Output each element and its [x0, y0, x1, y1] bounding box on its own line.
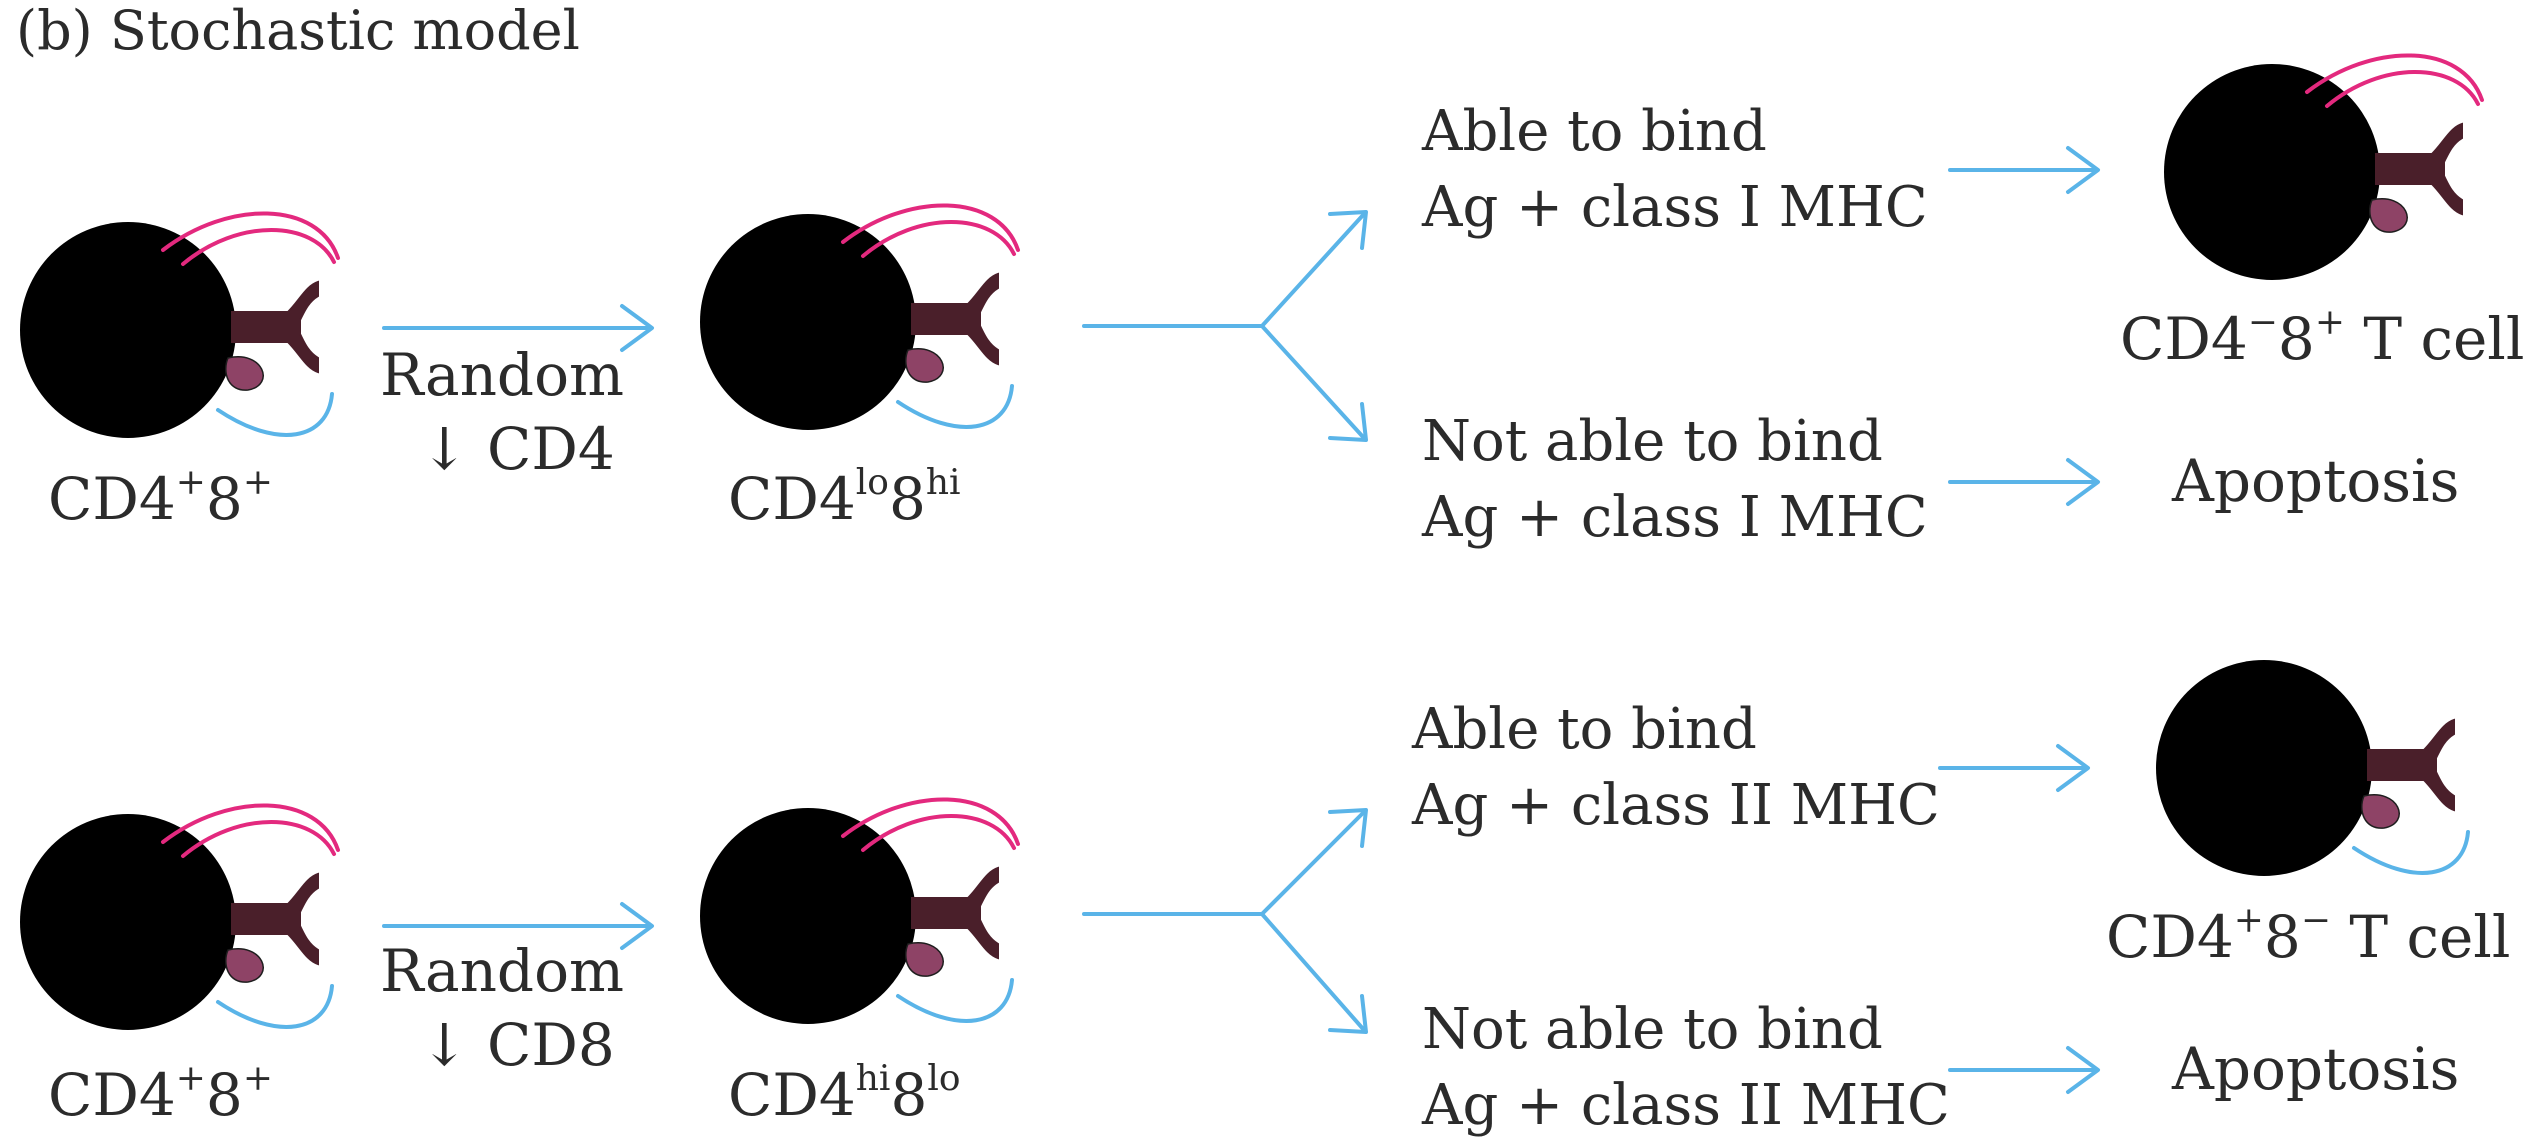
cd8-coreceptor	[181, 228, 336, 266]
cd4-coreceptor	[896, 978, 1014, 1023]
row2-step-label: Random	[380, 937, 624, 1005]
row1-step-change: ↓ CD4	[420, 415, 615, 483]
coreceptor-bulb	[905, 942, 944, 977]
cd8-coreceptor	[2305, 53, 2484, 102]
arrow-row2-to-apoptosis	[1948, 1046, 2100, 1094]
row2-outcome-cell-label: CD4+8− T cell	[2106, 899, 2511, 971]
flow-arrows	[382, 146, 2100, 1094]
cell-cd4hi8lo	[700, 797, 1020, 1024]
cd8-coreceptor	[161, 803, 340, 852]
coreceptor-bulb	[225, 948, 264, 983]
arrow-row2-to-cd4-t-cell	[1938, 744, 2090, 792]
row2-apoptosis-label: Apoptosis	[2172, 1035, 2460, 1103]
row1-apoptosis-label: Apoptosis	[2172, 447, 2460, 515]
cell-cd4lo8hi	[700, 203, 1020, 430]
cell-cd8-t-cell	[2164, 53, 2484, 280]
cd8-coreceptor	[861, 814, 1016, 852]
coreceptor-bulb	[2369, 198, 2408, 233]
row1-mid-cell-label: CD4lo8hi	[728, 461, 961, 533]
cd8-coreceptor	[181, 820, 336, 858]
arrow-row1-branch	[1082, 210, 1368, 442]
cd8-coreceptor	[861, 220, 1016, 258]
coreceptor-bulb	[905, 348, 944, 383]
cd4-coreceptor	[216, 392, 334, 437]
row1-step-label: Random	[380, 341, 624, 409]
coreceptor-bulb	[2361, 794, 2400, 829]
figure-title: (b) Stochastic model	[16, 0, 580, 62]
cd8-coreceptor	[841, 203, 1020, 252]
cd4-coreceptor	[2352, 830, 2470, 875]
cd8-coreceptor	[2325, 70, 2480, 108]
row2-mid-cell-label: CD4hi8lo	[728, 1057, 961, 1129]
row2-start-cell-label: CD4+8+	[48, 1057, 273, 1129]
arrow-row2-random-step	[382, 902, 654, 950]
cd8-coreceptor	[841, 797, 1020, 846]
cd4-coreceptor	[216, 984, 334, 1029]
cd8-coreceptor	[161, 211, 340, 260]
arrow-row1-random-step	[382, 304, 654, 352]
arrow-row2-branch	[1082, 808, 1368, 1034]
arrow-row1-to-cd8-t-cell	[1948, 146, 2100, 194]
row2-step-change: ↓ CD8	[420, 1011, 615, 1079]
arrow-row1-to-apoptosis	[1948, 458, 2100, 506]
cell-cd4-t-cell	[2156, 660, 2470, 876]
row1-start-cell-label: CD4+8+	[48, 461, 273, 533]
coreceptor-bulb	[225, 356, 264, 391]
cd4-coreceptor	[896, 384, 1014, 429]
cell-cd4-8-double-positive-row1	[20, 211, 340, 438]
cell-cd4-8-double-positive-row2	[20, 803, 340, 1030]
row1-outcome-cell-label: CD4−8+ T cell	[2120, 301, 2525, 373]
